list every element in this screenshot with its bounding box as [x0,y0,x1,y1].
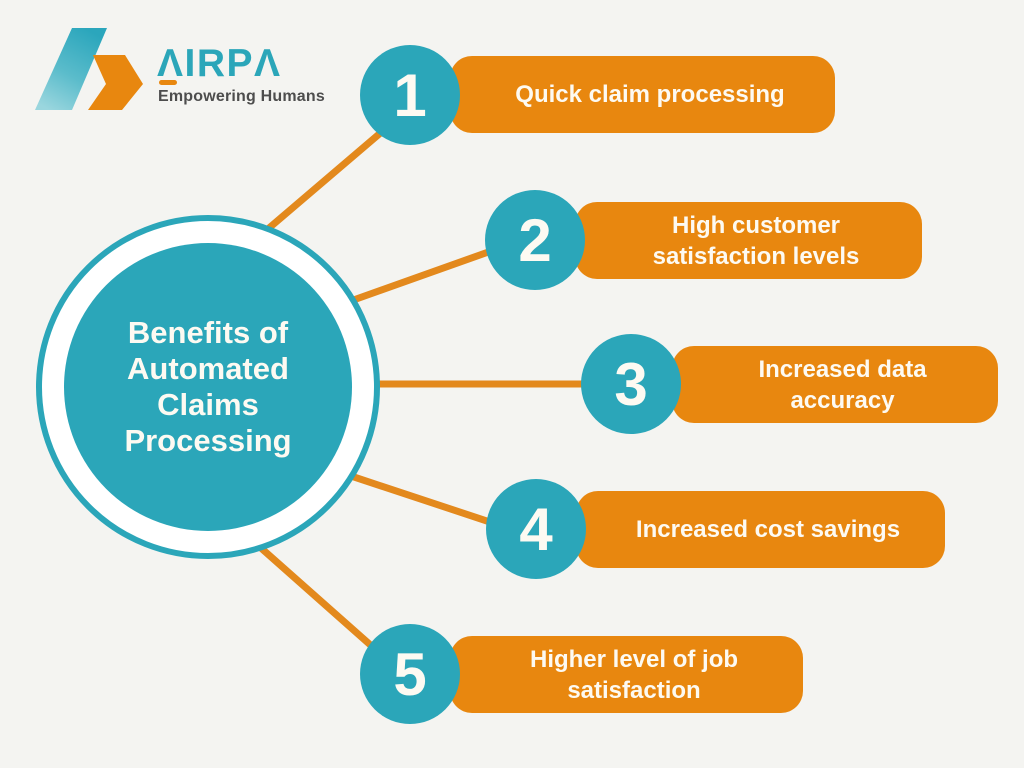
benefit-label-2: High customer satisfaction levels [652,211,860,270]
brand-accent-dash [159,80,177,85]
logo-teal-stroke [35,28,107,110]
benefit-label-1: Quick claim processing [515,81,785,108]
central-title-line: Automated [127,351,289,386]
benefit-number-text-1: 1 [393,61,427,129]
benefit-number-text-4: 4 [519,495,553,563]
connector-line-1 [251,114,402,244]
connector-line-4 [338,469,512,532]
benefit-label-5: Higher level of job satisfaction [529,645,739,704]
benefit-number-2: 2 [485,190,585,290]
central-title-line: Processing [124,423,292,458]
central-topic-circle: Benefits of Automated Claims Processing [64,243,352,531]
benefit-number-5: 5 [360,624,460,724]
logo-orange-chevron [88,55,143,110]
connector-line-2 [341,241,512,307]
benefit-label-3: Increased data accuracy [758,355,927,414]
central-title-line: Claims [157,387,259,422]
central-topic-title: Benefits of Automated Claims Processing [124,315,291,459]
benefit-number-text-5: 5 [393,640,427,708]
benefit-number-1: 1 [360,45,460,145]
benefit-bar-1: Quick claim processing [450,56,835,133]
brand-logo-icon [35,28,143,110]
connector-line-5 [248,536,388,661]
central-title-line: Benefits of [127,315,289,350]
benefit-bar-2: High customer satisfaction levels [575,202,922,279]
benefit-bar-3: Increased data accuracy [672,346,998,423]
benefit-bar-4: Increased cost savings [576,491,945,568]
benefit-number-text-3: 3 [614,350,648,418]
benefit-number-4: 4 [486,479,586,579]
brand-name: ΛIRPΛ [157,42,282,85]
benefit-bar-5: Higher level of job satisfaction [450,636,803,713]
benefit-number-3: 3 [581,334,681,434]
brand-tagline: Empowering Humans [158,88,325,105]
benefit-label-4: Increased cost savings [635,516,901,543]
benefit-number-text-2: 2 [518,206,552,274]
